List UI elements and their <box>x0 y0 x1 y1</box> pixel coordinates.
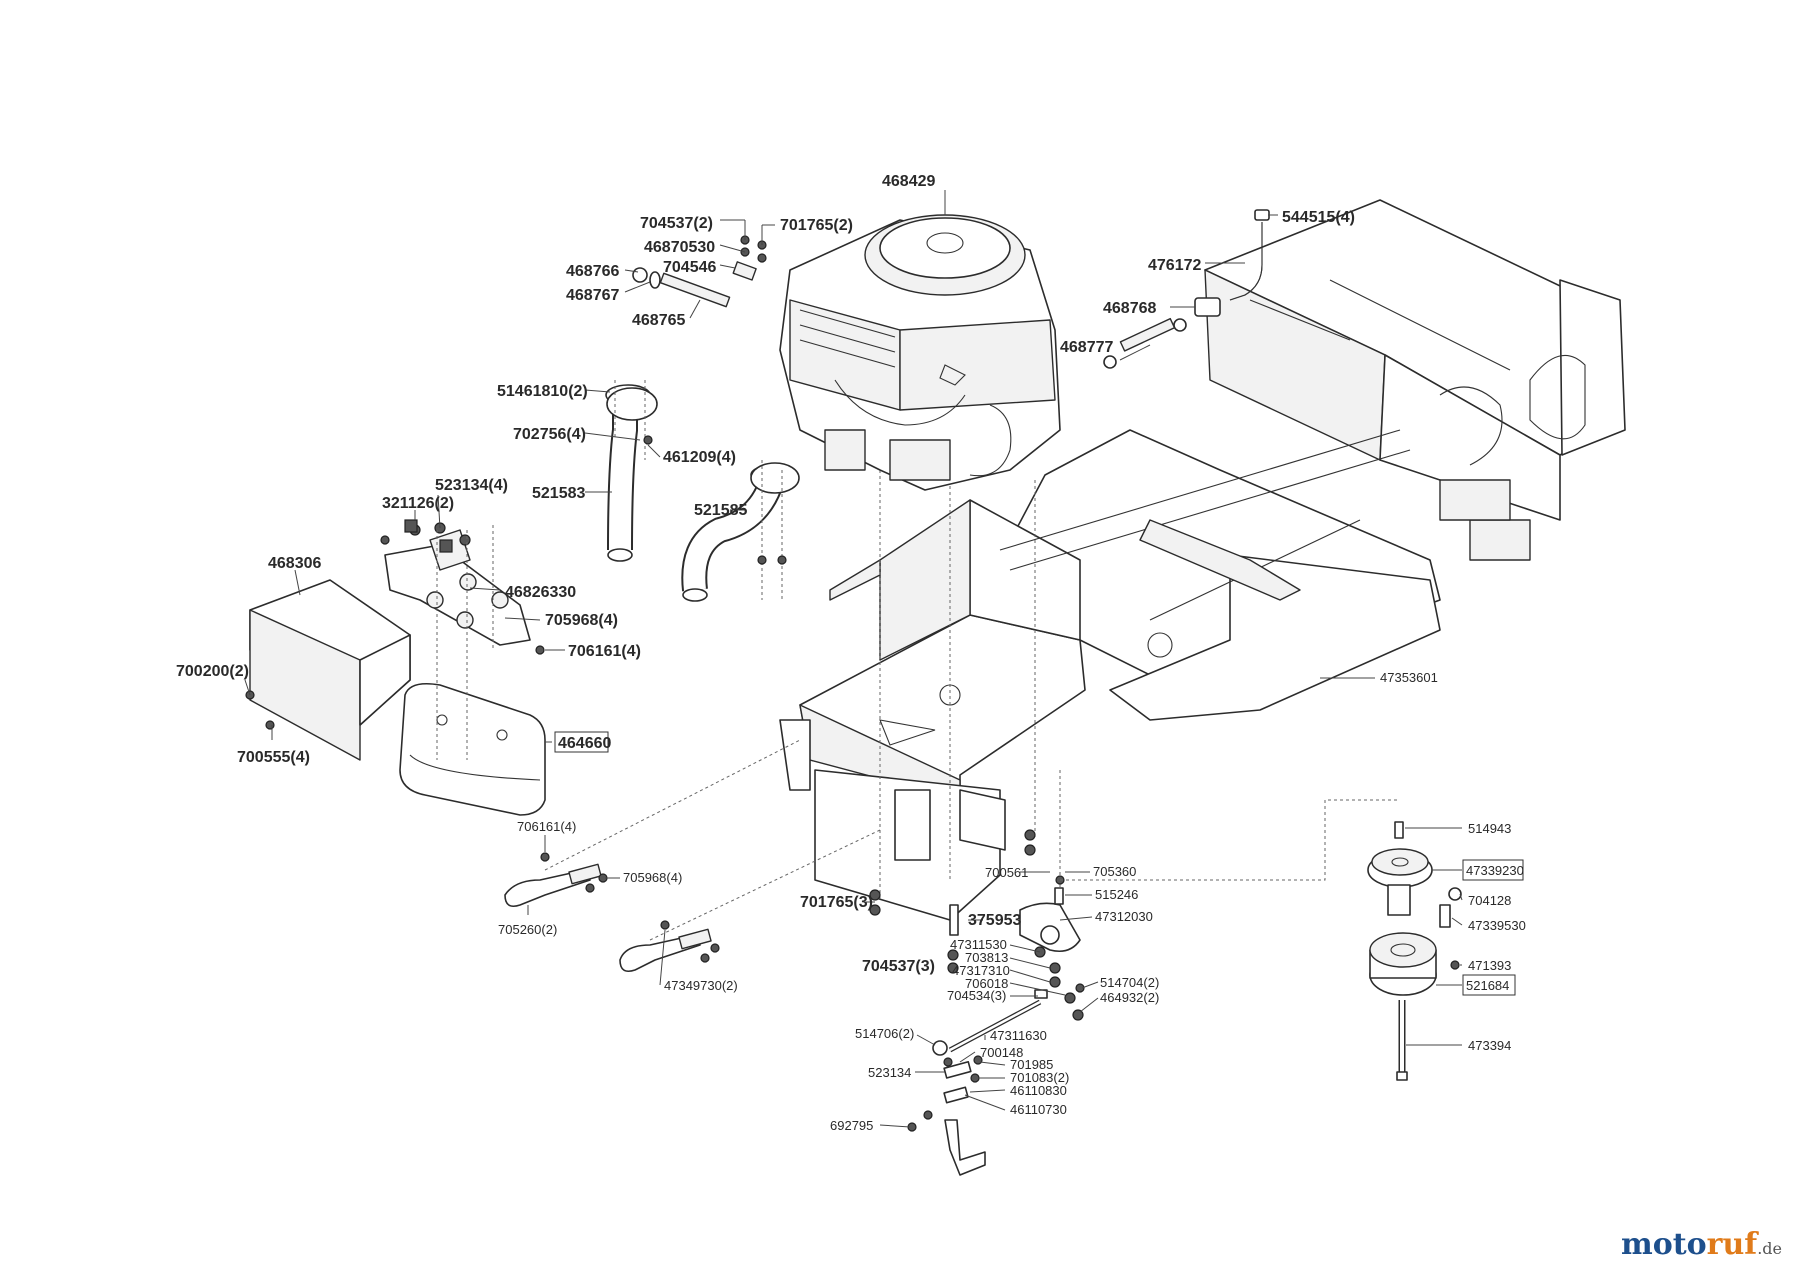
label-523134-4: 523134(4) <box>435 477 508 494</box>
label-47339230: 47339230 <box>1466 863 1524 878</box>
muffler-group <box>245 519 546 816</box>
label-468768: 468768 <box>1103 300 1156 317</box>
label-514706-2: 514706(2) <box>855 1026 914 1041</box>
label-514704-2: 514704(2) <box>1100 975 1159 990</box>
label-47349730-2: 47349730(2) <box>664 978 738 993</box>
logo-part1: moto <box>1621 1227 1707 1262</box>
label-523134: 523134 <box>868 1065 911 1080</box>
label-705968-4a: 705968(4) <box>545 612 618 629</box>
label-473394: 473394 <box>1468 1038 1511 1053</box>
label-706018: 706018 <box>965 976 1008 991</box>
label-701985: 701985 <box>1010 1057 1053 1072</box>
label-703813: 703813 <box>965 950 1008 965</box>
label-321126-2: 321126(2) <box>382 495 454 512</box>
label-464660: 464660 <box>558 735 611 752</box>
label-521585: 521585 <box>694 502 747 519</box>
label-468777: 468777 <box>1060 339 1113 356</box>
label-704537-2: 704537(2) <box>640 215 713 232</box>
label-521583: 521583 <box>532 485 585 502</box>
label-706161-4a: 706161(4) <box>568 643 641 660</box>
label-700561: 700561 <box>985 865 1028 880</box>
pto-clutch-parts <box>1060 799 1462 1081</box>
chassis-frame <box>779 199 1626 940</box>
label-461209-4: 461209(4) <box>663 449 736 466</box>
label-468767: 468767 <box>566 287 619 304</box>
label-47353601: 47353601 <box>1380 670 1438 685</box>
motoruf-logo: motoruf.de <box>1621 1227 1782 1262</box>
label-700200-2: 700200(2) <box>176 663 249 680</box>
label-700555-4: 700555(4) <box>237 749 310 766</box>
label-706161-4b: 706161(4) <box>517 819 576 834</box>
leader-lines <box>244 190 1463 1128</box>
label-701765-3: 701765(3) <box>800 894 873 911</box>
label-701083-2: 701083(2) <box>1010 1070 1069 1085</box>
lower-hardware <box>869 829 1085 1176</box>
axle-brackets <box>504 739 881 973</box>
label-46110730: 46110730 <box>1010 1102 1067 1117</box>
label-375953: 375953 <box>968 912 1021 929</box>
label-468429: 468429 <box>882 173 935 190</box>
label-51461810-2: 51461810(2) <box>497 383 588 400</box>
label-471393: 471393 <box>1468 958 1511 973</box>
label-704546: 704546 <box>663 259 716 276</box>
label-468306: 468306 <box>268 555 321 572</box>
label-46870530: 46870530 <box>644 239 715 256</box>
label-47312030: 47312030 <box>1095 909 1153 924</box>
engine-assembly <box>779 214 1061 491</box>
label-514943: 514943 <box>1468 821 1511 836</box>
label-704537-3: 704537(3) <box>862 958 935 975</box>
label-46826330: 46826330 <box>505 584 576 601</box>
label-46110830: 46110830 <box>1010 1083 1067 1098</box>
label-47311530: 47311530 <box>950 937 1007 952</box>
label-521684: 521684 <box>1466 978 1509 993</box>
label-464932-2: 464932(2) <box>1100 990 1159 1005</box>
label-47311630: 47311630 <box>990 1028 1047 1043</box>
label-47317310: 47317310 <box>952 963 1010 978</box>
label-702756-4: 702756(4) <box>513 426 586 443</box>
label-701765-2: 701765(2) <box>780 217 853 234</box>
label-700148: 700148 <box>980 1045 1023 1060</box>
label-705968-4b: 705968(4) <box>623 870 682 885</box>
label-692795: 692795 <box>830 1118 873 1133</box>
label-47339530: 47339530 <box>1468 918 1526 933</box>
label-544515-4: 544515(4) <box>1282 209 1355 226</box>
logo-part3: .de <box>1757 1239 1782 1258</box>
label-515246: 515246 <box>1095 887 1138 902</box>
label-704534-3: 704534(3) <box>947 988 1006 1003</box>
label-468766: 468766 <box>566 263 619 280</box>
label-704128: 704128 <box>1468 893 1511 908</box>
part-labels: 468429 704537(2) 701765(2) 46870530 7045… <box>176 173 1526 1133</box>
label-468765: 468765 <box>632 312 685 329</box>
label-705260-2: 705260(2) <box>498 922 557 937</box>
label-705360: 705360 <box>1093 864 1136 879</box>
exhaust-pipes <box>605 380 800 602</box>
label-476172: 476172 <box>1148 257 1201 274</box>
logo-part2: ruf <box>1706 1227 1758 1262</box>
